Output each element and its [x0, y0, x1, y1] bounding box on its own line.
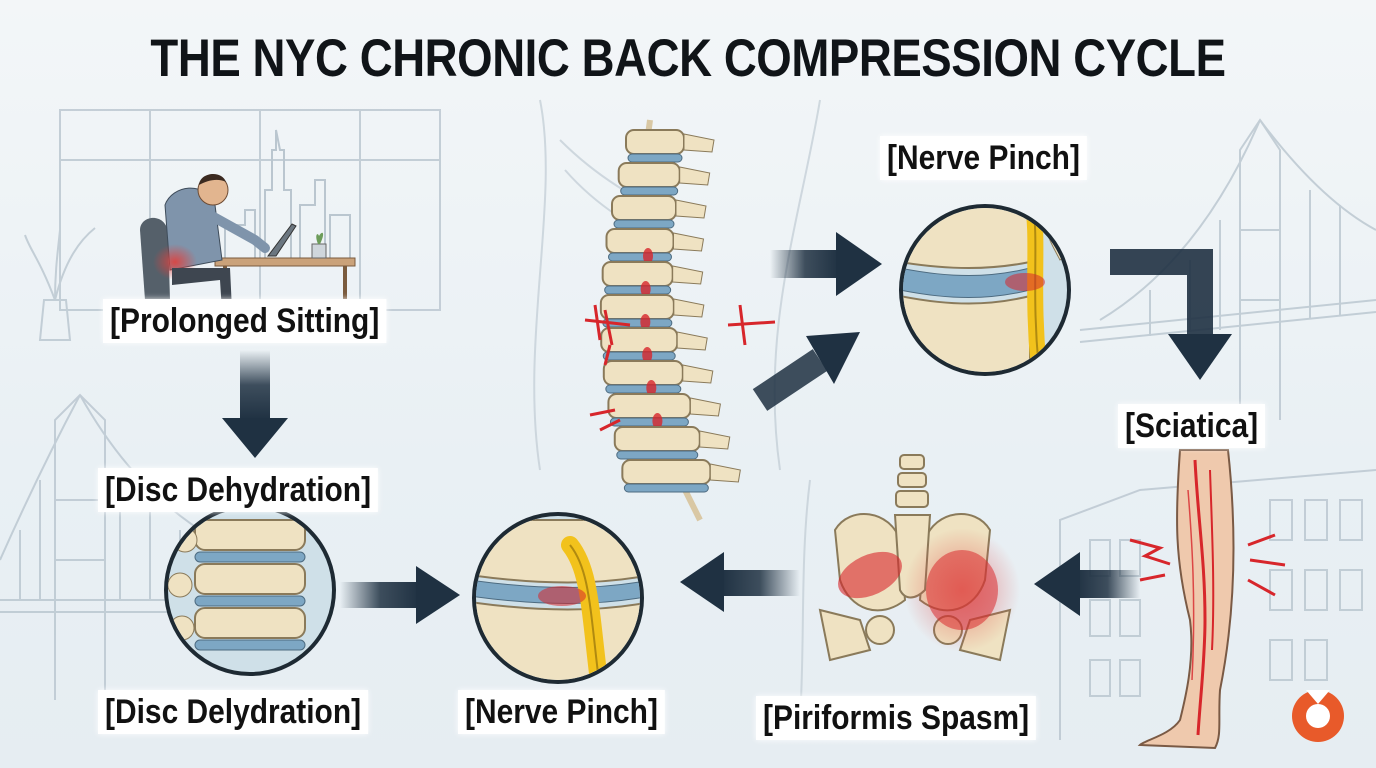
pain-spot: [640, 281, 651, 297]
spinal-disc: [613, 219, 675, 229]
pain-spot: [642, 347, 653, 363]
spinal-disc: [605, 384, 682, 394]
page-title: THE NYC CHRONIC BACK COMPRESSION CYCLE: [150, 29, 1226, 88]
vertebra: [600, 327, 679, 353]
spine-icon: [584, 119, 776, 522]
spinous-process: [672, 232, 705, 252]
spinous-process: [676, 331, 708, 351]
vertebra: [599, 294, 675, 320]
label-sciatica: [Sciatica]: [1118, 404, 1266, 448]
spinal-disc: [604, 285, 672, 295]
label-disc-delydration: [Disc Delydration]: [98, 690, 369, 734]
label-piriformis-spasm: [Piriformis Spasm]: [756, 696, 1037, 740]
vertebra: [601, 261, 674, 287]
nerve-pinch-icon: [899, 204, 1071, 376]
label-disc-dehydration: [Disc Dehydration]: [98, 468, 379, 512]
vertebra: [602, 360, 684, 386]
spinal-disc: [627, 153, 683, 163]
vertebra: [610, 195, 677, 221]
bridge-icon: [1079, 118, 1376, 420]
spinous-process: [689, 397, 721, 417]
brand-logo-icon: [1292, 690, 1344, 742]
vertebra: [613, 426, 701, 452]
disc-icon: [164, 504, 336, 676]
label-prolonged-sitting: [Prolonged Sitting]: [103, 299, 387, 343]
plant-sketch-icon: [24, 227, 96, 341]
arrow-right-1: [340, 566, 460, 624]
spinous-process: [679, 166, 711, 186]
arrow-left-2: [1034, 552, 1140, 616]
spinous-process: [675, 199, 707, 219]
leg-icon: [1129, 449, 1286, 750]
pelvis-icon: [818, 454, 1020, 662]
vertebra: [607, 393, 692, 419]
spinous-process: [672, 265, 704, 285]
person-at-desk-icon: [140, 174, 356, 312]
pain-spot: [646, 380, 657, 396]
label-nerve-pinch-top: [Nerve Pinch]: [880, 136, 1087, 180]
vertebra: [625, 129, 685, 155]
arrow-up-right: [752, 332, 860, 411]
spinous-process: [709, 463, 741, 483]
spinal-disc: [607, 252, 672, 262]
spinous-process: [699, 430, 731, 450]
pain-spot: [640, 314, 651, 330]
cycle-arrows: [222, 232, 1232, 624]
label-nerve-pinch-bottom: [Nerve Pinch]: [458, 690, 665, 734]
vertebra: [621, 459, 712, 485]
arrow-right-2: [770, 232, 882, 296]
pain-spot: [652, 413, 663, 429]
spinal-disc: [616, 450, 699, 460]
building-sketch-icon: [1059, 469, 1376, 740]
nerve-pinch-icon: [472, 512, 644, 684]
spinous-process: [673, 298, 705, 318]
spinous-process: [683, 133, 715, 153]
vertebra: [605, 228, 675, 254]
spinal-disc: [602, 351, 676, 361]
arrow-bend-down: [1110, 249, 1232, 380]
vertebra: [617, 162, 681, 188]
spinal-disc: [609, 417, 689, 427]
arrow-left-1: [680, 552, 800, 612]
pain-spot: [642, 248, 653, 264]
arrow-down-1: [222, 350, 288, 458]
spinal-disc: [620, 186, 679, 196]
spinal-disc: [623, 483, 709, 493]
spinous-process: [682, 364, 714, 384]
